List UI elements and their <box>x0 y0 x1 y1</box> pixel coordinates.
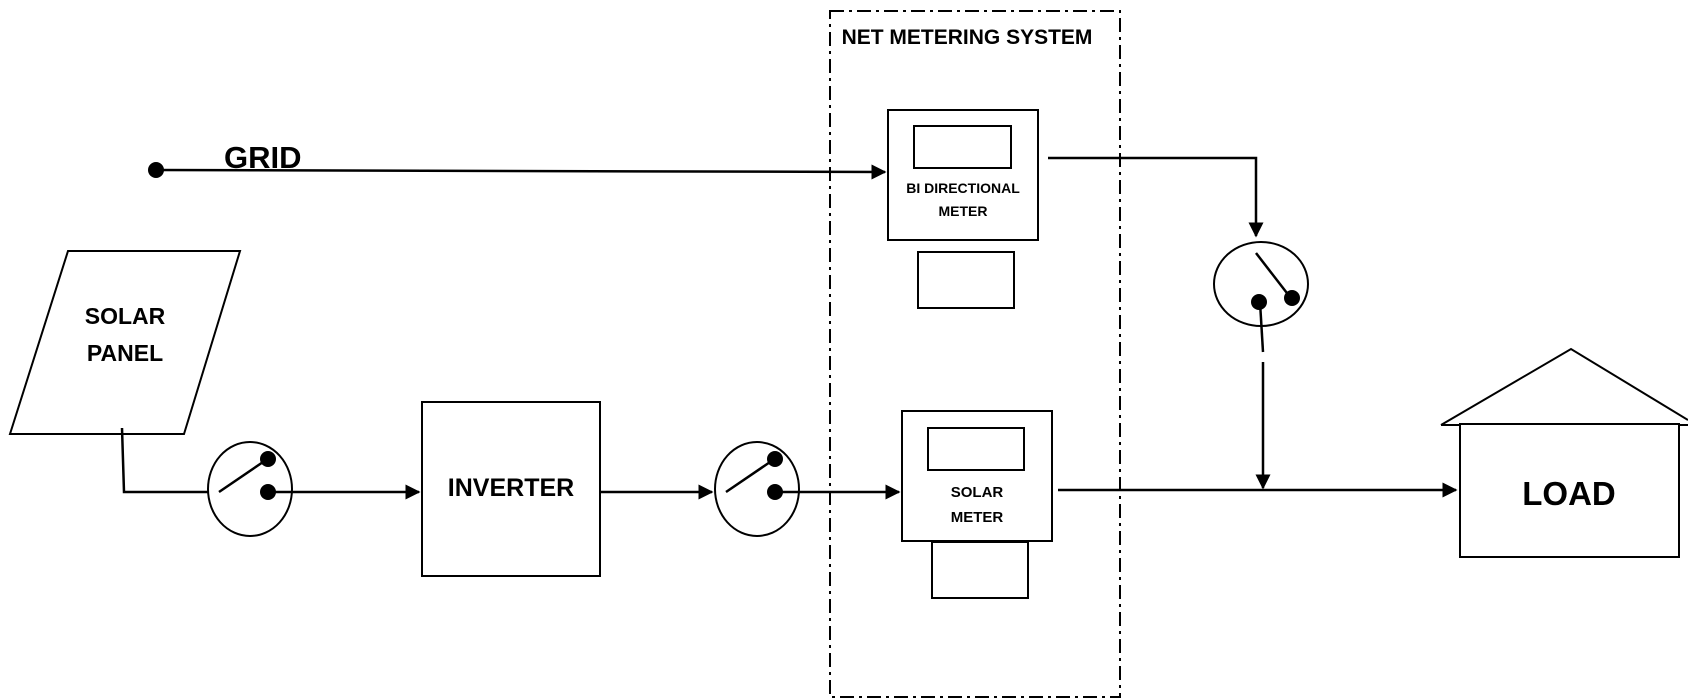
switch-stub <box>1258 301 1265 353</box>
solar-meter-label-line2: METER <box>951 509 1004 526</box>
solar-meter-base <box>931 541 1029 599</box>
net-metering-boundary <box>829 10 1121 698</box>
solar-meter-display <box>927 427 1025 471</box>
bimeter-to-switch-wire <box>1048 156 1264 238</box>
load-label: LOAD <box>1522 475 1616 512</box>
solar-panel-label-line1: SOLAR <box>85 303 166 329</box>
inverter-label: INVERTER <box>448 474 574 502</box>
solar-meter: SOLAR METER <box>901 410 1053 599</box>
panel-to-switch-wire <box>120 427 210 494</box>
solar-meter-label-line1: SOLAR <box>951 484 1004 501</box>
inverter-switch <box>714 441 800 537</box>
solar-panel: SOLAR PANEL <box>8 250 242 435</box>
net-metering-title: NET METERING SYSTEM <box>842 26 1093 49</box>
bimeter-label-line2: METER <box>939 203 988 219</box>
grid-to-bimeter-wire <box>155 164 887 180</box>
bimeter-label-line1: BI DIRECTIONAL <box>906 180 1020 196</box>
bimeter-display <box>913 125 1012 169</box>
bimeter-base <box>917 251 1015 309</box>
inverter: INVERTER <box>421 401 601 577</box>
panel-switch <box>207 441 293 537</box>
solar-panel-label-line2: PANEL <box>87 340 163 366</box>
bidirectional-meter: BI DIRECTIONAL METER <box>887 109 1039 309</box>
load-house: LOAD <box>1440 347 1688 558</box>
